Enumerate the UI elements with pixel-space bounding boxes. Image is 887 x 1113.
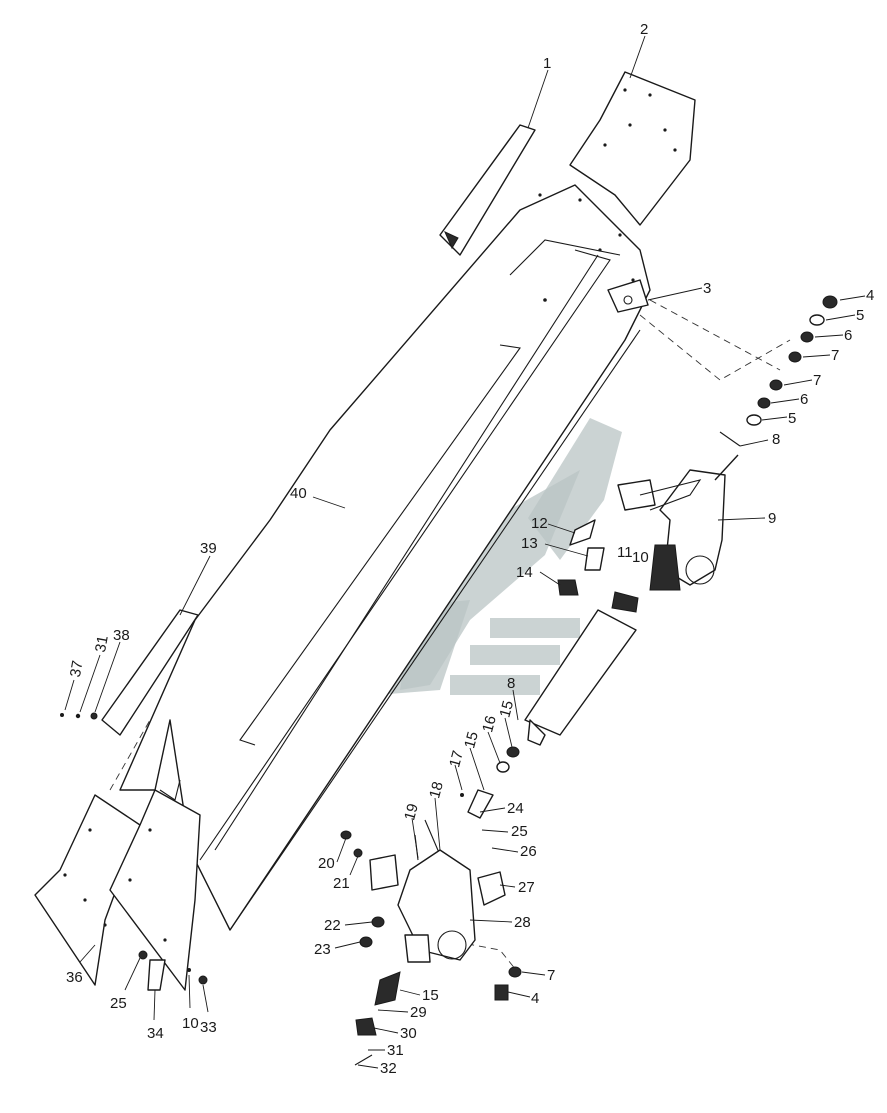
callout-40: 40: [290, 485, 307, 502]
lift-arm-9: [617, 454, 739, 591]
callout-7c: 7: [547, 967, 555, 984]
callout-24: 24: [507, 800, 524, 817]
callout-5b: 5: [788, 410, 796, 427]
callout-3: 3: [703, 280, 711, 297]
callout-31b: 31: [387, 1042, 404, 1059]
callout-31: 31: [92, 634, 112, 653]
callout-6: 6: [844, 327, 852, 344]
callout-23: 23: [314, 941, 331, 958]
callout-4b: 4: [531, 990, 539, 1007]
callout-27: 27: [518, 879, 535, 896]
callout-32: 32: [380, 1060, 397, 1077]
callout-25b: 25: [110, 995, 127, 1012]
callout-37: 37: [67, 659, 87, 678]
callout-15: 15: [496, 699, 517, 720]
callout-28: 28: [514, 914, 531, 931]
hydraulic-cylinder: [524, 591, 639, 746]
callout-26: 26: [520, 843, 537, 860]
cover-strip-39: [101, 609, 199, 736]
callout-8: 8: [772, 431, 780, 448]
callout-33: 33: [200, 1019, 217, 1036]
callout-22: 22: [324, 917, 341, 934]
skid-hardware: [138, 950, 208, 991]
callout-1: 1: [543, 55, 551, 72]
callout-18: 18: [426, 780, 447, 801]
callout-14: 14: [516, 564, 533, 581]
callout-numbers: 1 2 3 4 5 6 7 7 6 5 8 9 12 13 11 10 14 4…: [66, 21, 874, 1077]
callout-9: 9: [768, 510, 776, 527]
callout-11: 11: [617, 544, 633, 561]
callout-15b: 15: [461, 730, 482, 751]
callout-5: 5: [856, 307, 864, 324]
callout-34: 34: [147, 1025, 164, 1042]
lower-arm-28: [369, 849, 506, 963]
callout-6b: 6: [800, 391, 808, 408]
callout-16: 16: [479, 714, 500, 735]
callout-15c: 15: [422, 987, 439, 1004]
hardware-stack-upper: [719, 295, 838, 447]
lower-fasteners: [354, 966, 522, 1066]
callout-7b: 7: [813, 372, 821, 389]
strip-fasteners: [60, 712, 98, 720]
callout-10b: 10: [182, 1015, 199, 1032]
callout-29: 29: [410, 1004, 427, 1021]
header-beam: [119, 184, 651, 931]
wear-parts-12-14: [557, 519, 605, 596]
callout-12: 12: [531, 515, 548, 532]
callout-2: 2: [640, 21, 648, 38]
callout-38: 38: [113, 627, 130, 644]
skid-plate-left: [109, 789, 201, 991]
shoe-plate-2: [569, 71, 696, 226]
callout-7: 7: [831, 347, 839, 364]
hardware-stack-lower: [340, 746, 520, 861]
callout-13: 13: [521, 535, 538, 552]
callout-20: 20: [318, 855, 335, 872]
callout-39: 39: [200, 540, 217, 557]
callout-4: 4: [866, 287, 874, 304]
leader-lines: [64, 35, 866, 1069]
callout-21: 21: [333, 875, 350, 892]
callout-10: 10: [632, 549, 649, 566]
callout-8b: 8: [507, 675, 515, 692]
callout-25: 25: [511, 823, 528, 840]
cover-strip-1: [439, 124, 536, 256]
nuts-22-23: [359, 916, 385, 948]
callout-17: 17: [446, 749, 467, 770]
bracket-3: [607, 279, 649, 313]
callout-30: 30: [400, 1025, 417, 1042]
callout-36: 36: [66, 969, 83, 986]
callout-19: 19: [401, 802, 422, 823]
